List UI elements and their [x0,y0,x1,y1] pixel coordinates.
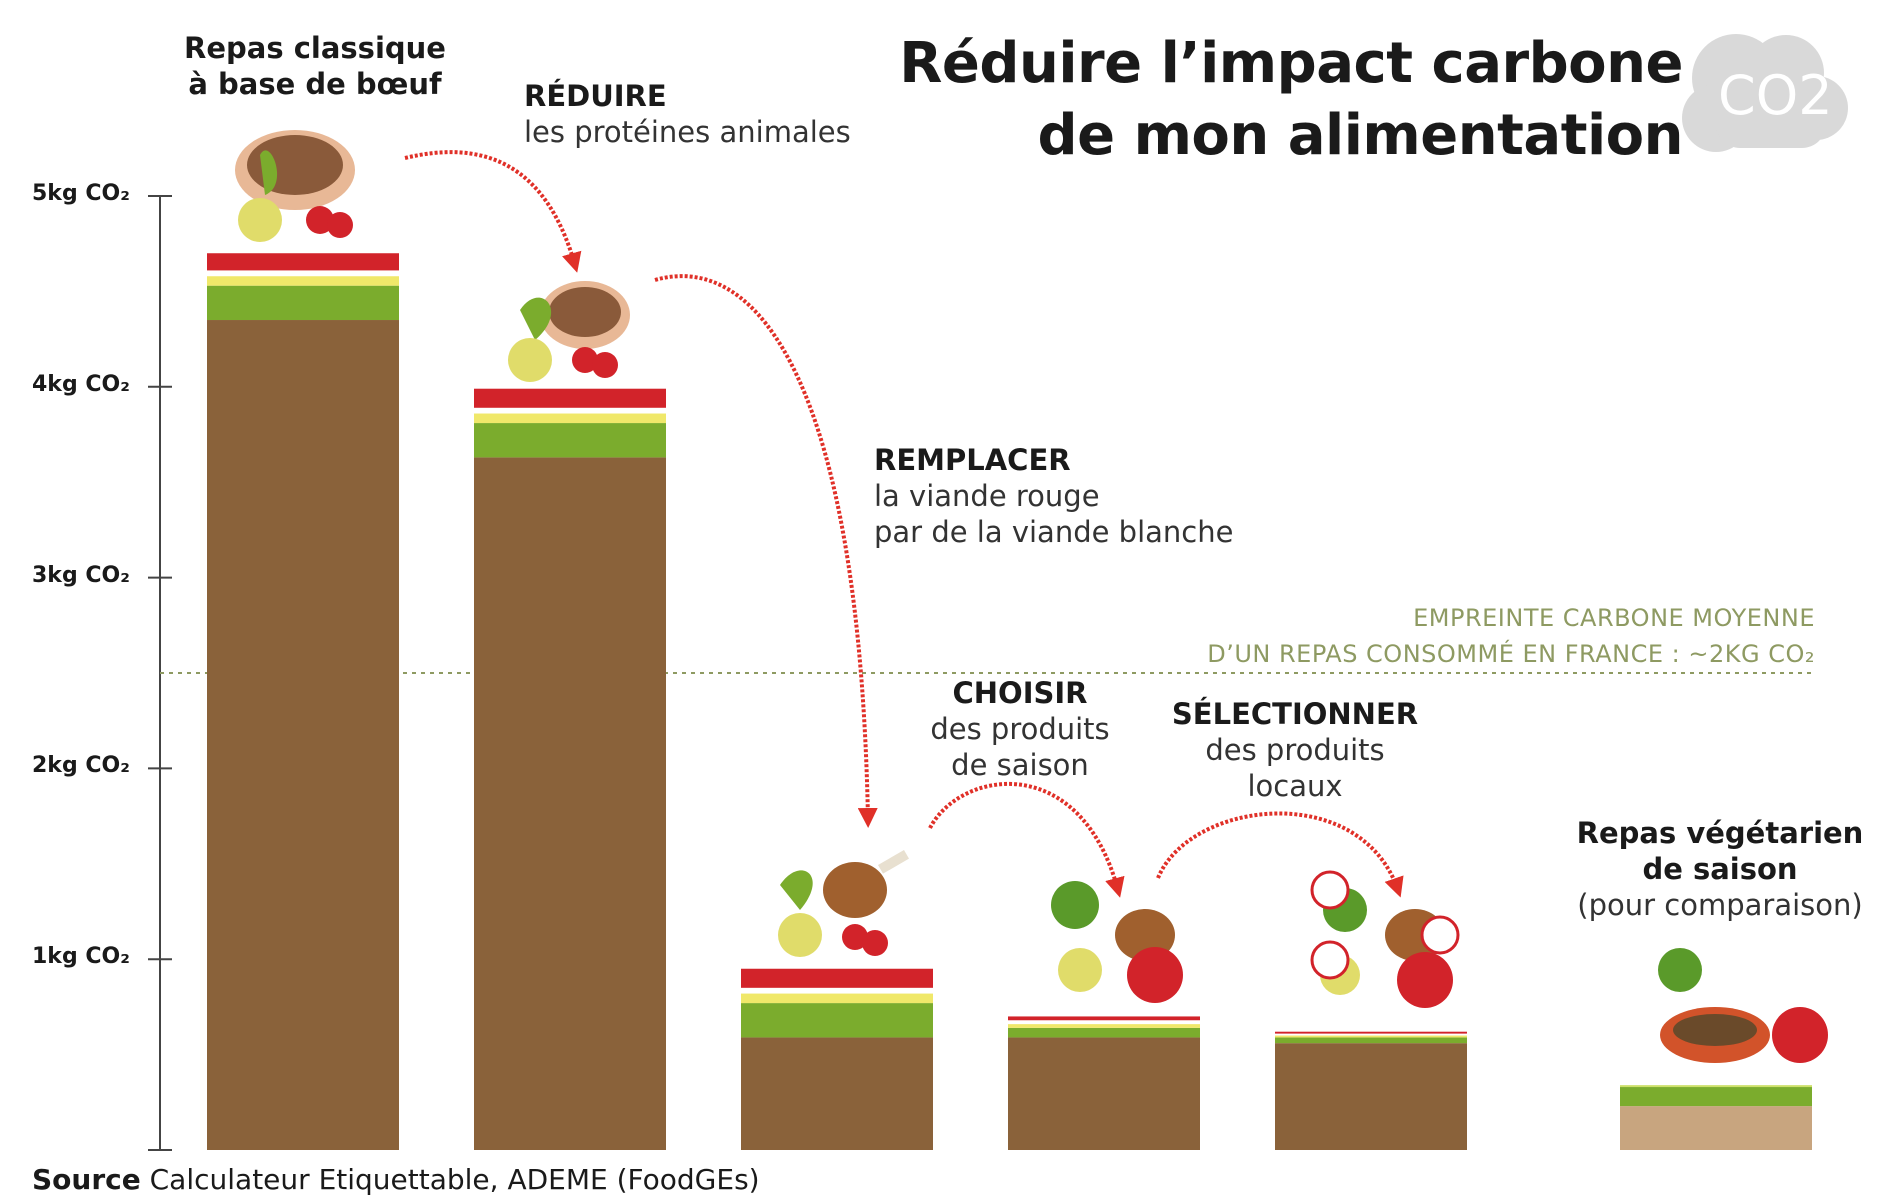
bar-1-segment-5 [207,253,399,271]
step-choisir-label: CHOISIR des produits de saison [900,675,1140,783]
bar1-label: Repas classique à base de bœuf [170,30,460,102]
step-remplacer-sub1: la viande rouge [874,479,1100,513]
step-selectionner-sub2: locaux [1247,769,1343,803]
y-tick-label: 3kg CO₂ [32,562,130,588]
bar-3-segment-4 [741,987,933,994]
veg-label-line-1: Repas végétarien [1576,816,1864,850]
bar-1-segment-1 [207,320,399,1150]
bar-4-segment-2 [1008,1027,1200,1038]
arrow-remplacer [654,274,878,828]
food-icon-local-meal [1310,870,1460,1008]
reference-label-line-2: D’UN REPAS CONSOMMÉ EN FRANCE : ~2KG CO₂ [1207,640,1815,668]
bar-3-segment-2 [741,1003,933,1038]
bar-2-segment-5 [474,388,666,408]
bar-3-segment-5 [741,968,933,988]
bar-6-segment-2 [1620,1087,1812,1107]
y-tick-label: 4kg CO₂ [32,371,130,397]
step-selectionner-sub1: des produits [1205,733,1385,767]
food-icon-chicken-meal [778,850,909,957]
step-reduire-title: RÉDUIRE [524,79,667,113]
step-choisir-title: CHOISIR [952,676,1088,710]
veg-label-line-2: de saison [1642,852,1798,886]
source-text: Calculateur Etiquettable, ADEME (FoodGEs… [140,1163,760,1196]
food-icon-vegetarian-meal [1658,948,1828,1063]
bar-4-segment-4 [1008,1020,1200,1025]
title-line-1: Réduire l’impact carbone [899,31,1683,96]
bars [207,253,1812,1150]
bar1-label-line-2: à base de bœuf [188,67,442,101]
step-reduire-sub: les protéines animales [524,115,851,149]
reference-label: EMPREINTE CARBONE MOYENNE D’UN REPAS CON… [1207,600,1815,672]
bar-6-segment-1 [1620,1106,1812,1150]
step-choisir-sub1: des produits [930,712,1110,746]
bar-2-segment-2 [474,423,666,458]
veg-label-line-3: (pour comparaison) [1577,888,1863,922]
bar-1-segment-2 [207,285,399,321]
y-tick-label: 2kg CO₂ [32,753,130,779]
arrow-reduire [404,150,582,273]
bar-3-segment-3 [741,993,933,1004]
bar-5-segment-4 [1275,1033,1467,1036]
food-icon-beef-meal [235,130,355,242]
bar-1-segment-4 [207,270,399,277]
bar1-label-line-1: Repas classique [184,31,446,65]
bar-2-segment-3 [474,413,666,424]
bar-5-segment-1 [1275,1043,1467,1150]
food-icon-reduced-meal [508,281,630,382]
co2-cloud-icon [1682,34,1848,152]
title-line-2: de mon alimentation [1037,103,1684,168]
arrows [404,150,1404,898]
bar-4-segment-3 [1008,1024,1200,1028]
arrow-selectionner [1156,811,1404,898]
arrow-choisir [928,782,1125,898]
bar-1-segment-3 [207,276,399,286]
step-remplacer-title: REMPLACER [874,443,1071,477]
y-tick-label: 1kg CO₂ [32,944,130,970]
bar-5-segment-5 [1275,1031,1467,1034]
bar-3-segment-1 [741,1037,933,1150]
bar-2-segment-1 [474,457,666,1150]
step-remplacer-sub2: par de la viande blanche [874,515,1234,549]
page-title: Réduire l’impact carbone de mon alimenta… [899,28,1683,172]
cloud-label: CO2 [1718,64,1833,127]
food-icon-seasonal-meal [1051,881,1183,1003]
veg-label: Repas végétarien de saison (pour compara… [1560,815,1880,923]
bar-5-segment-3 [1275,1035,1467,1038]
bar-2-segment-4 [474,407,666,414]
bar-4-segment-5 [1008,1016,1200,1021]
bar-5-segment-2 [1275,1037,1467,1044]
bar-6-segment-3 [1620,1085,1812,1088]
step-selectionner-title: SÉLECTIONNER [1171,697,1419,731]
step-selectionner-label: SÉLECTIONNER des produits locaux [1160,696,1430,804]
source-note: Source Calculateur Etiquettable, ADEME (… [32,1163,760,1196]
reference-label-line-1: EMPREINTE CARBONE MOYENNE [1413,604,1815,632]
bar-4-segment-1 [1008,1037,1200,1150]
step-choisir-sub2: de saison [951,748,1089,782]
y-tick-label: 5kg CO₂ [32,181,130,206]
source-bold: Source [32,1163,141,1196]
